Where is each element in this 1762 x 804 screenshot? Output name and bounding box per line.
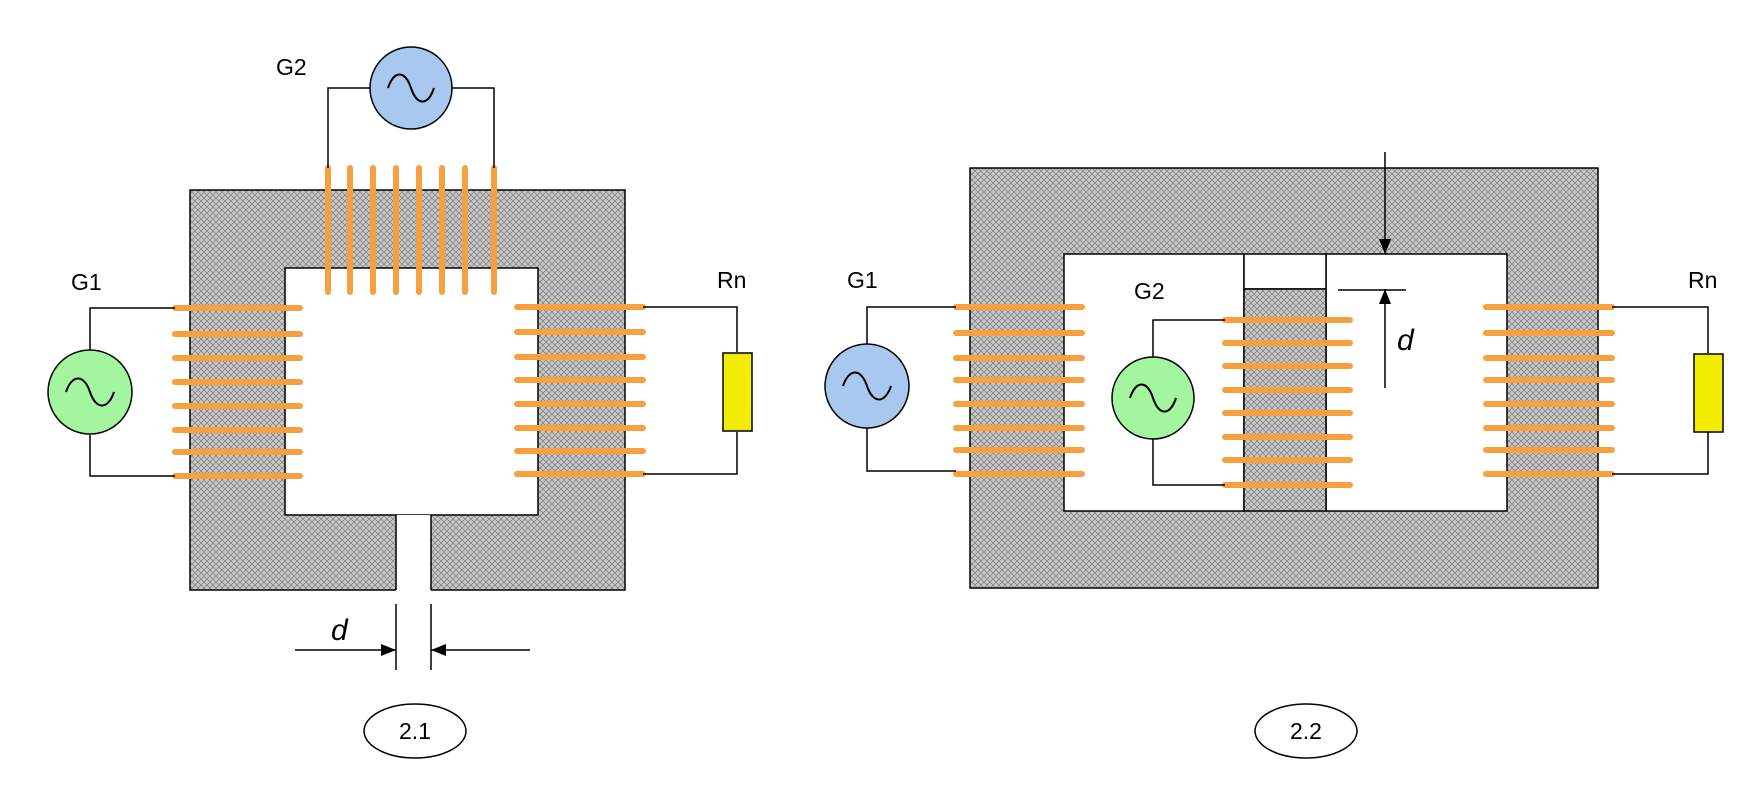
resistor-rn-2-2 xyxy=(1693,353,1724,433)
air-gap-2-1 xyxy=(396,515,431,591)
coil-rn-2-2 xyxy=(1483,304,1615,477)
caption-2-1: 2.1 xyxy=(399,718,431,744)
coil-g2-2-2 xyxy=(1222,317,1353,488)
label-g2: G2 xyxy=(1134,278,1165,304)
label-g1: G1 xyxy=(847,267,878,293)
caption-oval xyxy=(363,703,467,759)
caption-oval xyxy=(1254,703,1358,759)
core-window-right-2-2 xyxy=(1325,253,1508,512)
generator-g2-2-1 xyxy=(369,46,453,130)
sine-icon xyxy=(1129,383,1177,413)
generator-g1-2-2 xyxy=(824,343,910,429)
generator-g2-2-2 xyxy=(1111,356,1195,440)
figure-2-2: G1 G2 Rn d 2.2 xyxy=(824,152,1724,759)
air-gap-2-2 xyxy=(1243,253,1327,290)
sine-icon xyxy=(387,73,435,103)
resistor-rn-2-1 xyxy=(722,352,753,432)
generator-g1-2-1 xyxy=(47,349,133,435)
label-gap-d: d xyxy=(331,614,349,647)
coil-g1-2-1 xyxy=(172,305,303,479)
label-g2: G2 xyxy=(276,54,307,80)
center-leg-2-2 xyxy=(1243,288,1327,512)
sine-icon xyxy=(65,377,115,407)
core-window-2-1 xyxy=(284,267,539,516)
caption-2-2: 2.2 xyxy=(1290,718,1322,744)
sine-icon xyxy=(842,371,892,401)
coil-g2-2-1 xyxy=(325,165,497,295)
coil-g1-2-2 xyxy=(953,304,1085,477)
figure-2-1: G1 G2 Rn d 2.1 xyxy=(47,46,753,759)
label-gap-d: d xyxy=(1397,324,1415,357)
label-rn: Rn xyxy=(1688,267,1717,293)
coil-rn-2-1 xyxy=(514,304,646,477)
label-rn: Rn xyxy=(717,267,746,293)
label-g1: G1 xyxy=(71,269,102,295)
